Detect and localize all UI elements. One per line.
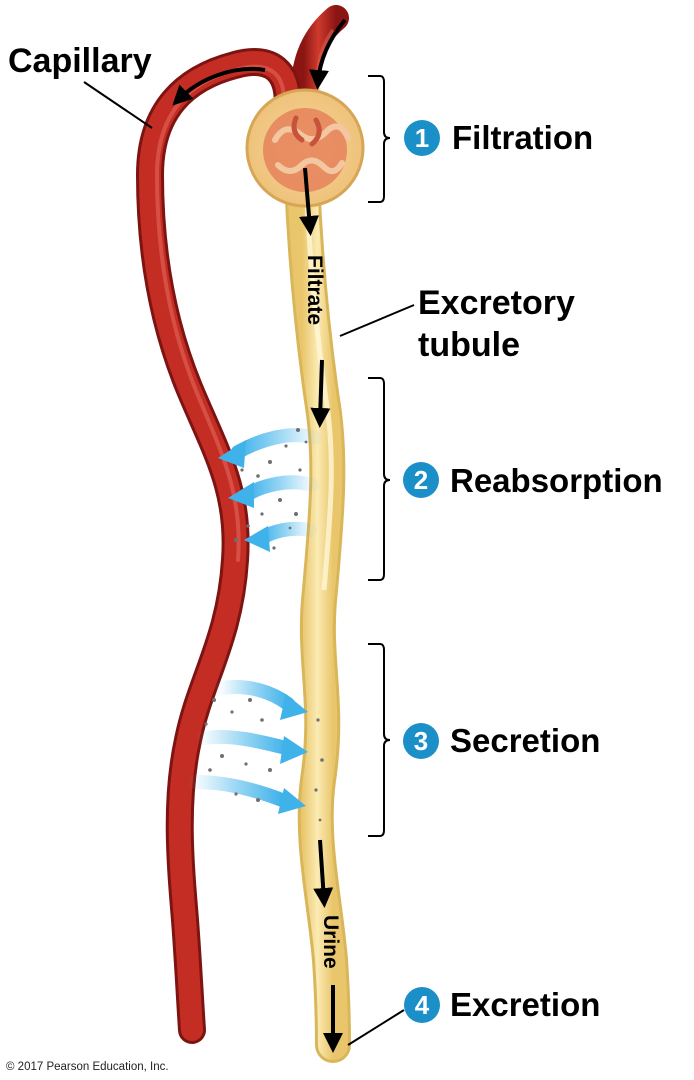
tubule-leader-line	[339, 304, 415, 337]
step-excretion: 4 Excretion	[347, 986, 600, 1046]
excretory-tubule-label-line2: tubule	[418, 326, 520, 364]
tubule-flow-arrows	[299, 167, 343, 1053]
step-number: 2	[414, 465, 428, 495]
step-label: Filtration	[452, 119, 593, 156]
capillary-label: Capillary	[8, 42, 152, 80]
step-filtration: 1 Filtration	[404, 119, 593, 156]
excretory-tubule-label-line1: Excretory	[418, 284, 575, 322]
excretion-leader-line	[347, 1009, 405, 1046]
step-number: 4	[415, 990, 430, 1020]
step-label: Reabsorption	[450, 462, 663, 499]
step-number: 1	[415, 123, 429, 153]
step-number-badge	[403, 723, 439, 759]
step-label: Excretion	[450, 986, 600, 1023]
brackets	[368, 75, 391, 837]
reabsorption-arrows	[218, 428, 322, 552]
secretion-arrows	[189, 680, 308, 814]
filtrate-label: Filtrate	[303, 255, 326, 325]
urine-label: Urine	[319, 915, 342, 969]
step-number: 3	[414, 726, 428, 756]
step-reabsorption: 2 Reabsorption	[403, 462, 663, 499]
step-number-badge	[404, 987, 440, 1023]
copyright-text: © 2017 Pearson Education, Inc.	[6, 1061, 169, 1073]
step-label: Secretion	[450, 722, 600, 759]
step-number-badge	[403, 462, 439, 498]
excretory-tubule	[284, 162, 351, 1063]
step-number-badge	[404, 120, 440, 156]
step-secretion: 3 Secretion	[403, 722, 600, 759]
solute-particles	[204, 428, 324, 822]
glomerulus	[245, 88, 365, 208]
capillary-leader-line	[83, 81, 153, 129]
